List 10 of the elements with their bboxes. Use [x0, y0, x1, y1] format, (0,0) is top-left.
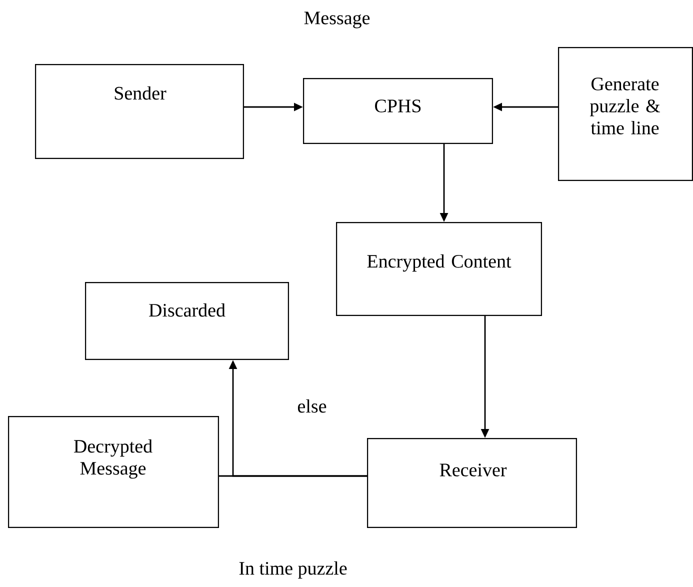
- process-box: Generate puzzle & time line: [558, 47, 693, 181]
- edge-label: Message: [304, 12, 370, 28]
- process-box: Decrypted Message: [8, 416, 219, 528]
- process-box: Encrypted Content: [336, 222, 542, 316]
- process-box: Discarded: [85, 282, 289, 360]
- edge-label: In time puzzle: [239, 561, 347, 579]
- process-box: Sender: [35, 64, 244, 159]
- edge-label: else: [298, 399, 326, 413]
- process-box: CPHS: [303, 78, 493, 144]
- process-box: Receiver: [367, 438, 577, 528]
